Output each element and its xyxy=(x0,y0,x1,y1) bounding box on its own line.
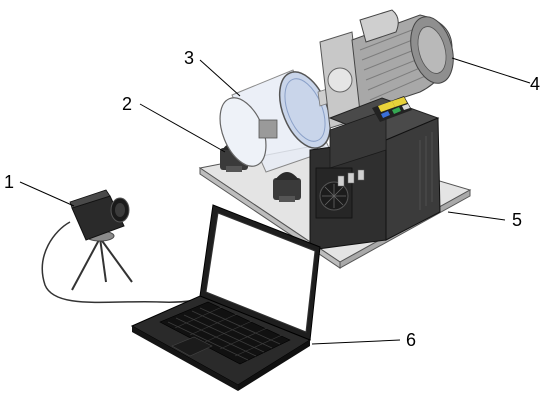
bearing-block-right xyxy=(273,172,301,202)
callout-6: 6 xyxy=(406,330,416,350)
leader-3 xyxy=(199,59,241,97)
tripod xyxy=(71,237,133,291)
laptop xyxy=(130,204,321,391)
leader-lines xyxy=(19,57,531,345)
inverter-fan-grille xyxy=(315,167,353,219)
camera-cable xyxy=(41,221,211,304)
leader-5 xyxy=(447,211,506,221)
leader-6 xyxy=(311,339,401,345)
inverter-keypad xyxy=(372,96,412,122)
callout-3: 3 xyxy=(184,48,194,68)
laptop-touchpad xyxy=(171,336,213,357)
callout-2: 2 xyxy=(122,94,132,114)
frequency-inverter xyxy=(309,96,441,251)
laptop-keyboard xyxy=(159,301,291,365)
callout-1: 1 xyxy=(4,172,14,192)
callout-5: 5 xyxy=(512,210,522,230)
callout-numbers: 1 2 3 4 5 6 xyxy=(4,48,540,350)
callout-4: 4 xyxy=(530,74,540,94)
camera-body xyxy=(69,189,130,241)
leader-4 xyxy=(451,57,531,84)
bearing-support xyxy=(220,142,301,202)
electric-motor xyxy=(319,9,454,129)
camera-on-tripod xyxy=(41,189,211,304)
leader-2 xyxy=(139,103,226,153)
leader-1 xyxy=(19,181,75,207)
